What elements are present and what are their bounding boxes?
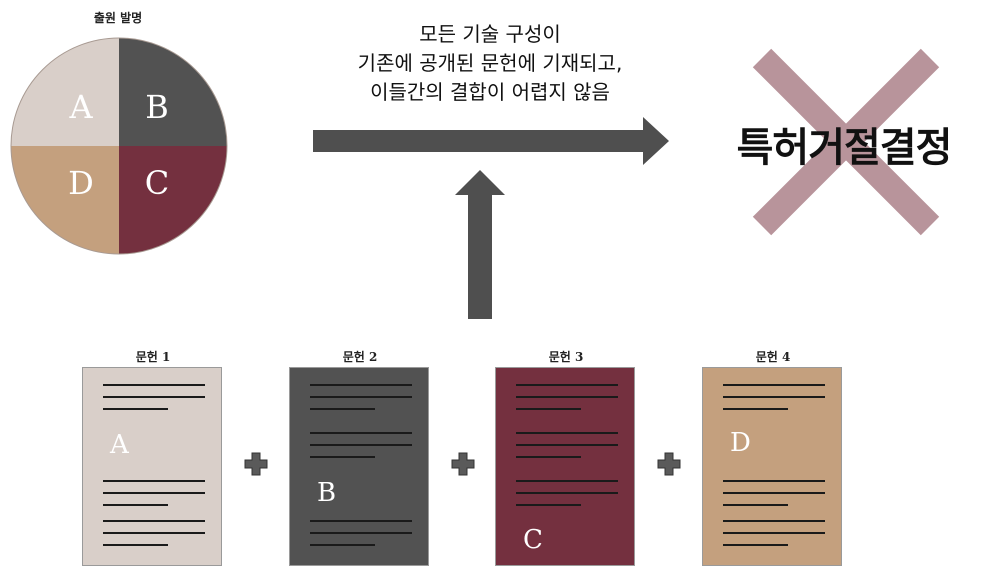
pie-segment-c [119, 146, 227, 254]
text-line [516, 480, 618, 482]
text-line [723, 480, 825, 482]
plus-icon [244, 452, 268, 476]
pie-label-c: C [145, 164, 169, 202]
pie-label-a: A [68, 88, 93, 126]
text-line [723, 492, 825, 494]
text-line [310, 396, 412, 398]
doc-letter-a: A [110, 430, 129, 460]
pie-segment-d [11, 146, 119, 254]
document-2: B [289, 367, 429, 566]
text-line [103, 408, 168, 410]
text-line [310, 384, 412, 386]
text-line [103, 544, 168, 546]
text-line [516, 384, 618, 386]
text-line [310, 432, 412, 434]
caption-line-3: 이들간의 결합이 어렵지 않음 [370, 80, 610, 104]
doc-title-2: 문헌 2 [342, 350, 378, 364]
text-line [723, 520, 825, 522]
rejection-label: 특허거절결정 [736, 125, 953, 171]
text-line [103, 504, 168, 506]
caption-line-1: 모든 기술 구성이 [419, 22, 561, 46]
text-line [103, 480, 205, 482]
text-line [723, 544, 788, 546]
text-line [103, 532, 205, 534]
text-line [516, 456, 581, 458]
text-line [516, 396, 618, 398]
text-line [310, 456, 375, 458]
text-line [310, 532, 412, 534]
text-line [516, 492, 618, 494]
doc-title-4: 문헌 4 [755, 350, 791, 364]
doc-letter-c: C [523, 525, 543, 555]
pie-label-b: B [145, 88, 169, 126]
caption-line-2: 기존에 공개된 문헌에 기재되고, [357, 51, 623, 75]
text-line [103, 384, 205, 386]
text-line [103, 492, 205, 494]
document-3: C [495, 367, 635, 566]
cross-icon [752, 48, 940, 236]
caption: 모든 기술 구성이 기존에 공개된 문헌에 기재되고, 이들간의 결합이 어렵지… [300, 20, 680, 107]
document-4: D [702, 367, 842, 566]
text-line [310, 520, 412, 522]
text-line [103, 396, 205, 398]
doc-title-1: 문헌 1 [135, 350, 171, 364]
doc-letter-d: D [730, 428, 751, 458]
text-line [723, 532, 825, 534]
text-line [310, 544, 375, 546]
plus-icon [451, 452, 475, 476]
up-arrow [455, 170, 505, 319]
text-line [723, 396, 825, 398]
text-line [310, 408, 375, 410]
text-line [516, 444, 618, 446]
pie-segment-b [119, 38, 227, 146]
doc-title-3: 문헌 3 [548, 350, 584, 364]
text-line [516, 504, 581, 506]
doc-letter-b: B [317, 478, 337, 508]
text-line [723, 504, 788, 506]
pie-label-d: D [68, 164, 94, 202]
text-line [516, 432, 618, 434]
pie-outline [10, 37, 228, 255]
right-arrow [313, 117, 669, 165]
document-1: A [82, 367, 222, 566]
text-line [310, 444, 412, 446]
pie-title: 출원 발명 [93, 11, 143, 25]
text-line [723, 408, 788, 410]
plus-icon [657, 452, 681, 476]
pie-segment-a [11, 38, 119, 146]
text-line [723, 384, 825, 386]
reject-cross [752, 48, 940, 236]
text-line [103, 520, 205, 522]
invention-pie: A B C D [10, 37, 228, 255]
text-line [516, 408, 581, 410]
